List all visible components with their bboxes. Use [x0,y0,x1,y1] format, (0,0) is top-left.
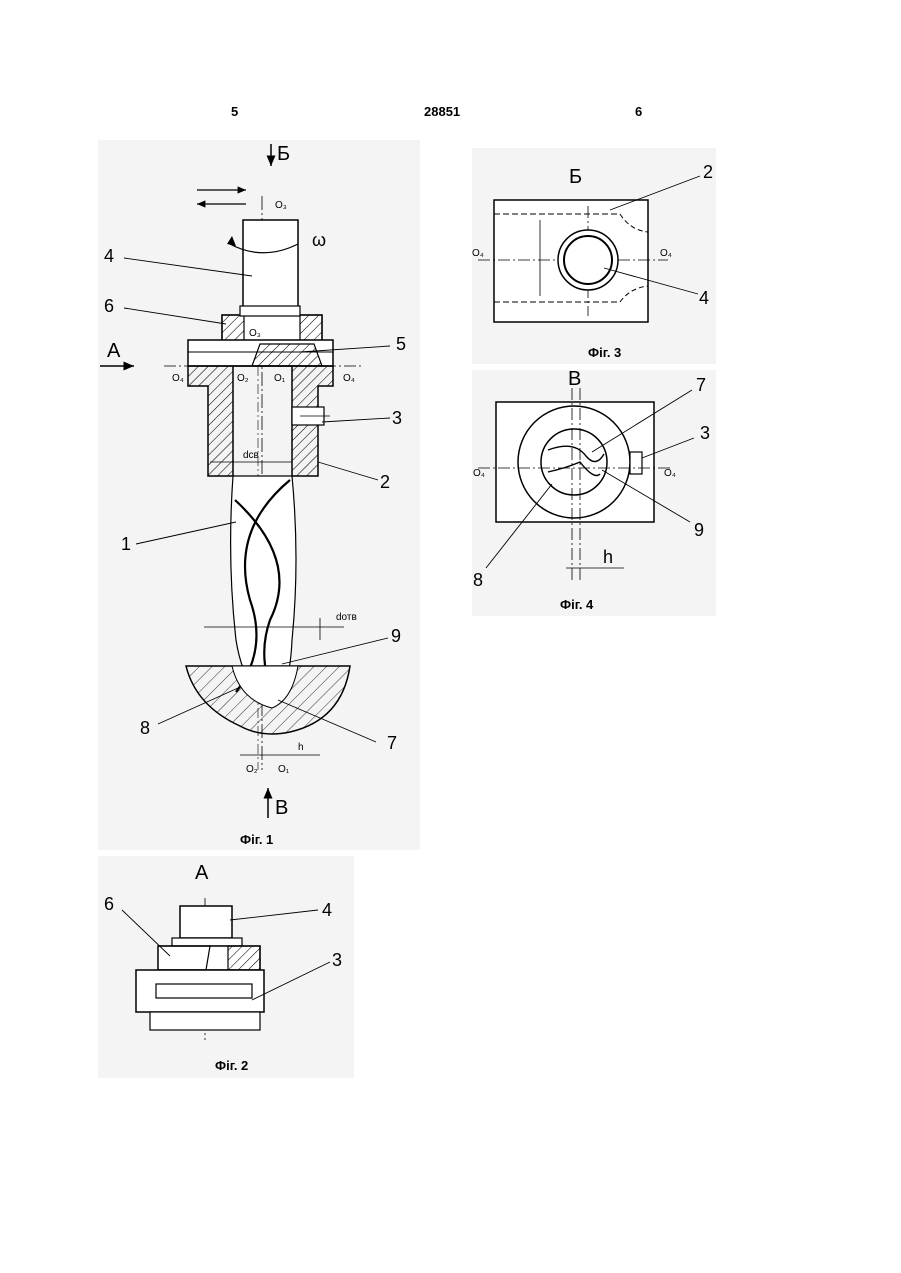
fig3-part-label-4: 4 [699,288,709,308]
figure-1-caption: Фіг. 1 [240,832,273,847]
fig4-axis-o4-right: O₄ [664,468,676,479]
figure-4-caption: Фіг. 4 [560,597,594,612]
fig2-collar-section [228,946,260,970]
omega-label: ω [312,230,326,250]
fig2-shank-shoulder [172,938,242,946]
fig4-part-label-7: 7 [696,375,706,395]
part-label-5: 5 [396,334,406,354]
fig4-screw-3 [630,452,642,474]
part-label-7: 7 [387,733,397,753]
fig2-part-label-4: 4 [322,900,332,920]
part-label-2: 2 [380,472,390,492]
part-label-6: 6 [104,296,114,316]
fig3-axis-o4-left: O₄ [472,248,484,259]
fig2-slot [156,984,252,998]
fig3-bore-outer [558,230,618,290]
h-dimension-label: h [298,742,304,753]
bore-dimension-label: dсв [243,450,259,461]
axis-o1-bottom-label: O₁ [278,764,290,775]
part-label-3: 3 [392,408,402,428]
shank-shoulder [240,306,300,316]
axis-o4-right-label: O₄ [343,373,355,384]
axis-o2-top-label: O₂ [237,373,249,384]
fig3-axis-o4-right: O₄ [660,248,672,259]
axis-o3-inner-label: O₃ [249,328,261,339]
fig2-part-label-6: 6 [104,894,114,914]
fig2-shank-4 [180,906,232,938]
axis-o4-left-label: O₄ [172,373,184,384]
fig2-part-label-3: 3 [332,950,342,970]
fig4-part-label-9: 9 [694,520,704,540]
figure-4: В h O₄ O₄ 7 3 9 8 Фіг. 4 [472,368,716,616]
hole-dimension-label: dотв [336,612,357,623]
fig4-h-label: h [603,547,613,567]
collar-6-section-left [222,315,244,341]
part-label-9: 9 [391,626,401,646]
part-label-4: 4 [104,246,114,266]
shank-4 [243,220,298,308]
view-a-title: А [195,862,209,884]
eccentric-5 [252,344,322,366]
fig4-part-label-8: 8 [473,570,483,590]
part-label-8: 8 [140,718,150,738]
figure-2: А 6 4 3 Фіг. 2 [98,856,354,1078]
collar-6-section-right [300,315,322,341]
view-b-label: Б [277,143,290,165]
axis-o2-bottom-label: O₂ [246,764,258,775]
figure-3-caption: Фіг. 3 [588,345,621,360]
view-b-title: Б [569,166,582,188]
fig4-axis-o4-left: O₄ [473,468,485,479]
fig3-part-label-2: 2 [703,162,713,182]
view-v-label: В [275,797,288,819]
figure-1: Б O₃ ω O₃ А O₄ O₄ O₂ O₁ [98,140,420,850]
fig4-part-label-3: 3 [700,423,710,443]
part-label-1: 1 [121,534,131,554]
view-v-title: В [568,368,581,390]
figure-2-caption: Фіг. 2 [215,1058,248,1073]
figure-3: Б O₄ O₄ 2 4 Фіг. 3 [472,148,716,364]
fig2-base [150,1012,260,1030]
view-a-label: А [107,340,121,362]
axis-o3-label: O₃ [275,200,287,211]
axis-o1-top-label: O₁ [274,373,286,384]
